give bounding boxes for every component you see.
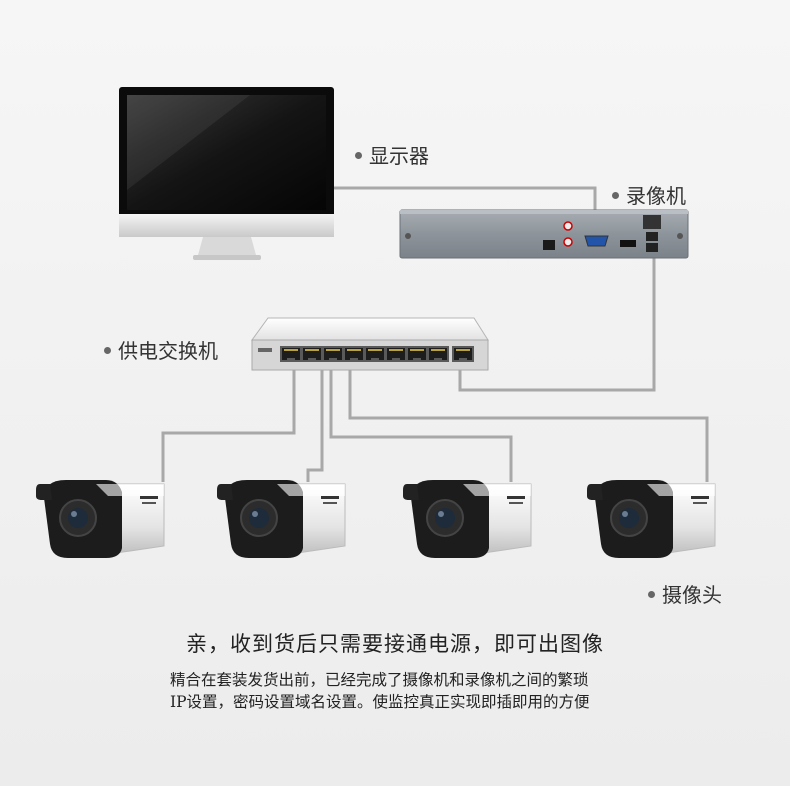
- cable-recorder-switch: [460, 248, 654, 390]
- cable-switch-camera-2: [308, 366, 322, 482]
- camera-3: [403, 480, 531, 558]
- cable-switch-camera-3: [331, 366, 511, 482]
- audio-port-icon: [564, 222, 572, 230]
- bullet-icon: [104, 347, 111, 354]
- power-jack-icon: [543, 240, 555, 250]
- vga-port-icon: [585, 236, 608, 246]
- bullet-icon: [648, 591, 655, 598]
- poe-switch: [252, 318, 488, 370]
- cameras: [36, 480, 715, 558]
- audio-port-icon-2: [564, 238, 572, 246]
- headline: 亲，收到货后只需要接通电源，即可出图像: [0, 628, 790, 658]
- lan-port-icon: [643, 215, 661, 229]
- description-line-2: IP设置，密码设置域名设置。使监控真正实现即插即用的方便: [170, 690, 590, 712]
- usb-port-icon: [646, 232, 658, 241]
- usb-port-icon-2: [646, 243, 658, 252]
- description-line-1: 精合在套装发货出前，已经完成了摄像机和录像机之间的繁琐: [170, 668, 589, 690]
- camera-2: [217, 480, 345, 558]
- recorder-label: 录像机: [612, 180, 686, 209]
- cable-switch-camera-1: [163, 366, 294, 482]
- bullet-icon: [612, 192, 619, 199]
- hdmi-port-icon: [620, 240, 636, 247]
- camera-4: [587, 480, 715, 558]
- camera-label: 摄像头: [648, 579, 722, 608]
- monitor: [119, 87, 334, 260]
- recorder: [400, 210, 688, 258]
- camera-1: [36, 480, 164, 558]
- monitor-label: 显示器: [355, 140, 429, 169]
- bullet-icon: [355, 152, 362, 159]
- switch-label: 供电交换机: [104, 335, 218, 364]
